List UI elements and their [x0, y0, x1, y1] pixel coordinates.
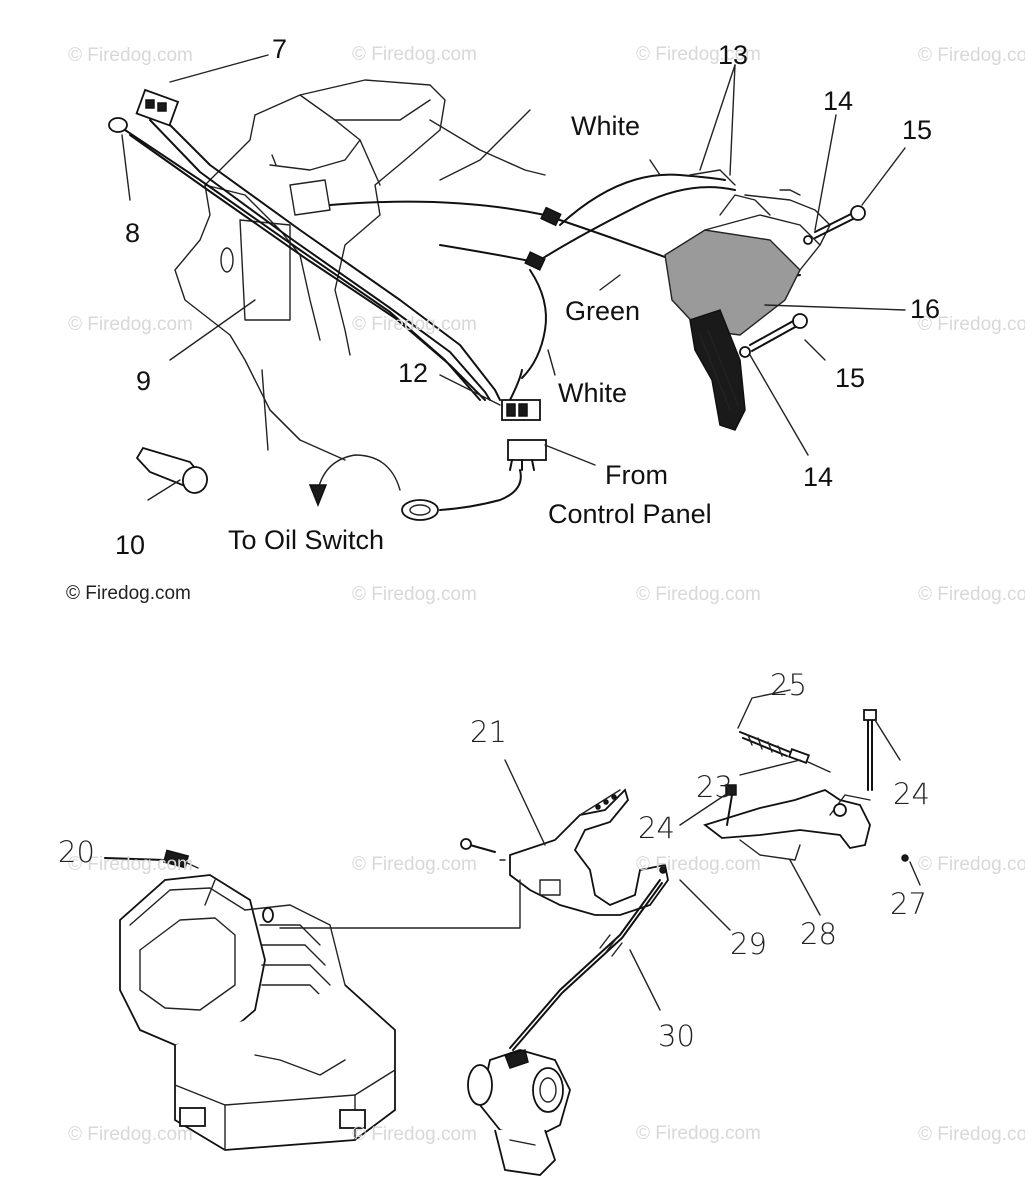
wire-label-green: Green [565, 296, 641, 326]
callout-10: 10 [115, 530, 146, 560]
screws-15 [749, 205, 866, 352]
callout-30: 30 [658, 1019, 695, 1053]
watermark: © Firedog.com [918, 45, 1025, 66]
label-control-panel: Control Panel [548, 499, 712, 529]
watermark: © Firedog.com [352, 854, 477, 875]
wire-label-white-lower: White [558, 378, 628, 408]
callout-29: 29 [730, 927, 767, 961]
callout-15-top: 15 [902, 115, 933, 145]
callout-14-bottom: 14 [803, 462, 834, 492]
engine-shroud-outline [174, 79, 546, 461]
governor-bracket [279, 788, 669, 929]
callout-28: 28 [800, 917, 837, 951]
spacer-10 [135, 446, 208, 494]
leader-lines-bottom [504, 689, 921, 1011]
watermark: © Firedog.com [352, 1124, 477, 1145]
callout-21: 21 [470, 715, 507, 749]
watermark: © Firedog.com [918, 1124, 1025, 1145]
watermark: © Firedog.com [68, 1124, 193, 1145]
engine-block [119, 874, 396, 1151]
spark-plug [104, 849, 199, 869]
callout-24-right: 24 [893, 777, 930, 811]
callout-8: 8 [125, 218, 141, 248]
watermark: © Firedog.com [352, 584, 477, 605]
label-from: From [605, 460, 668, 490]
leader-lines-top [121, 54, 906, 501]
callout-9: 9 [136, 366, 152, 396]
callout-7: 7 [272, 34, 288, 64]
watermark: © Firedog.com [918, 314, 1025, 335]
wire-label-white-top: White [571, 111, 641, 141]
carburetor [467, 1049, 571, 1176]
callout-14-top: 14 [823, 86, 854, 116]
callout-25: 25 [770, 668, 807, 702]
callout-24-left: 24 [638, 811, 675, 845]
watermark: © Firedog.com [68, 854, 193, 875]
callout-23: 23 [696, 770, 733, 804]
watermark: © Firedog.com [636, 1123, 761, 1144]
watermark: © Firedog.com [636, 584, 761, 605]
callout-15-bottom: 15 [835, 363, 866, 393]
callout-12: 12 [398, 358, 429, 388]
oil-switch-lead [308, 454, 439, 521]
watermark: © Firedog.com [352, 44, 477, 65]
throttle-rod [509, 879, 663, 1051]
copyright-notice: © Firedog.com [66, 583, 191, 604]
label-to-oil-switch: To Oil Switch [228, 525, 385, 555]
callout-27: 27 [890, 887, 927, 921]
callout-16: 16 [910, 294, 941, 324]
throttle-lever [703, 709, 909, 862]
watermark: © Firedog.com [918, 854, 1025, 875]
wire-harness [108, 88, 523, 401]
ignition-coil [664, 189, 831, 431]
spring-and-link [739, 731, 831, 773]
callout-20: 20 [58, 835, 95, 869]
watermark: © Firedog.com [918, 584, 1025, 605]
watermark: © Firedog.com [68, 314, 193, 335]
watermark: © Firedog.com [636, 44, 761, 65]
watermark: © Firedog.com [68, 45, 193, 66]
watermark: © Firedog.com [352, 314, 477, 335]
callout-13: 13 [718, 40, 749, 70]
watermark: © Firedog.com [636, 854, 761, 875]
connector-12 [439, 399, 547, 511]
